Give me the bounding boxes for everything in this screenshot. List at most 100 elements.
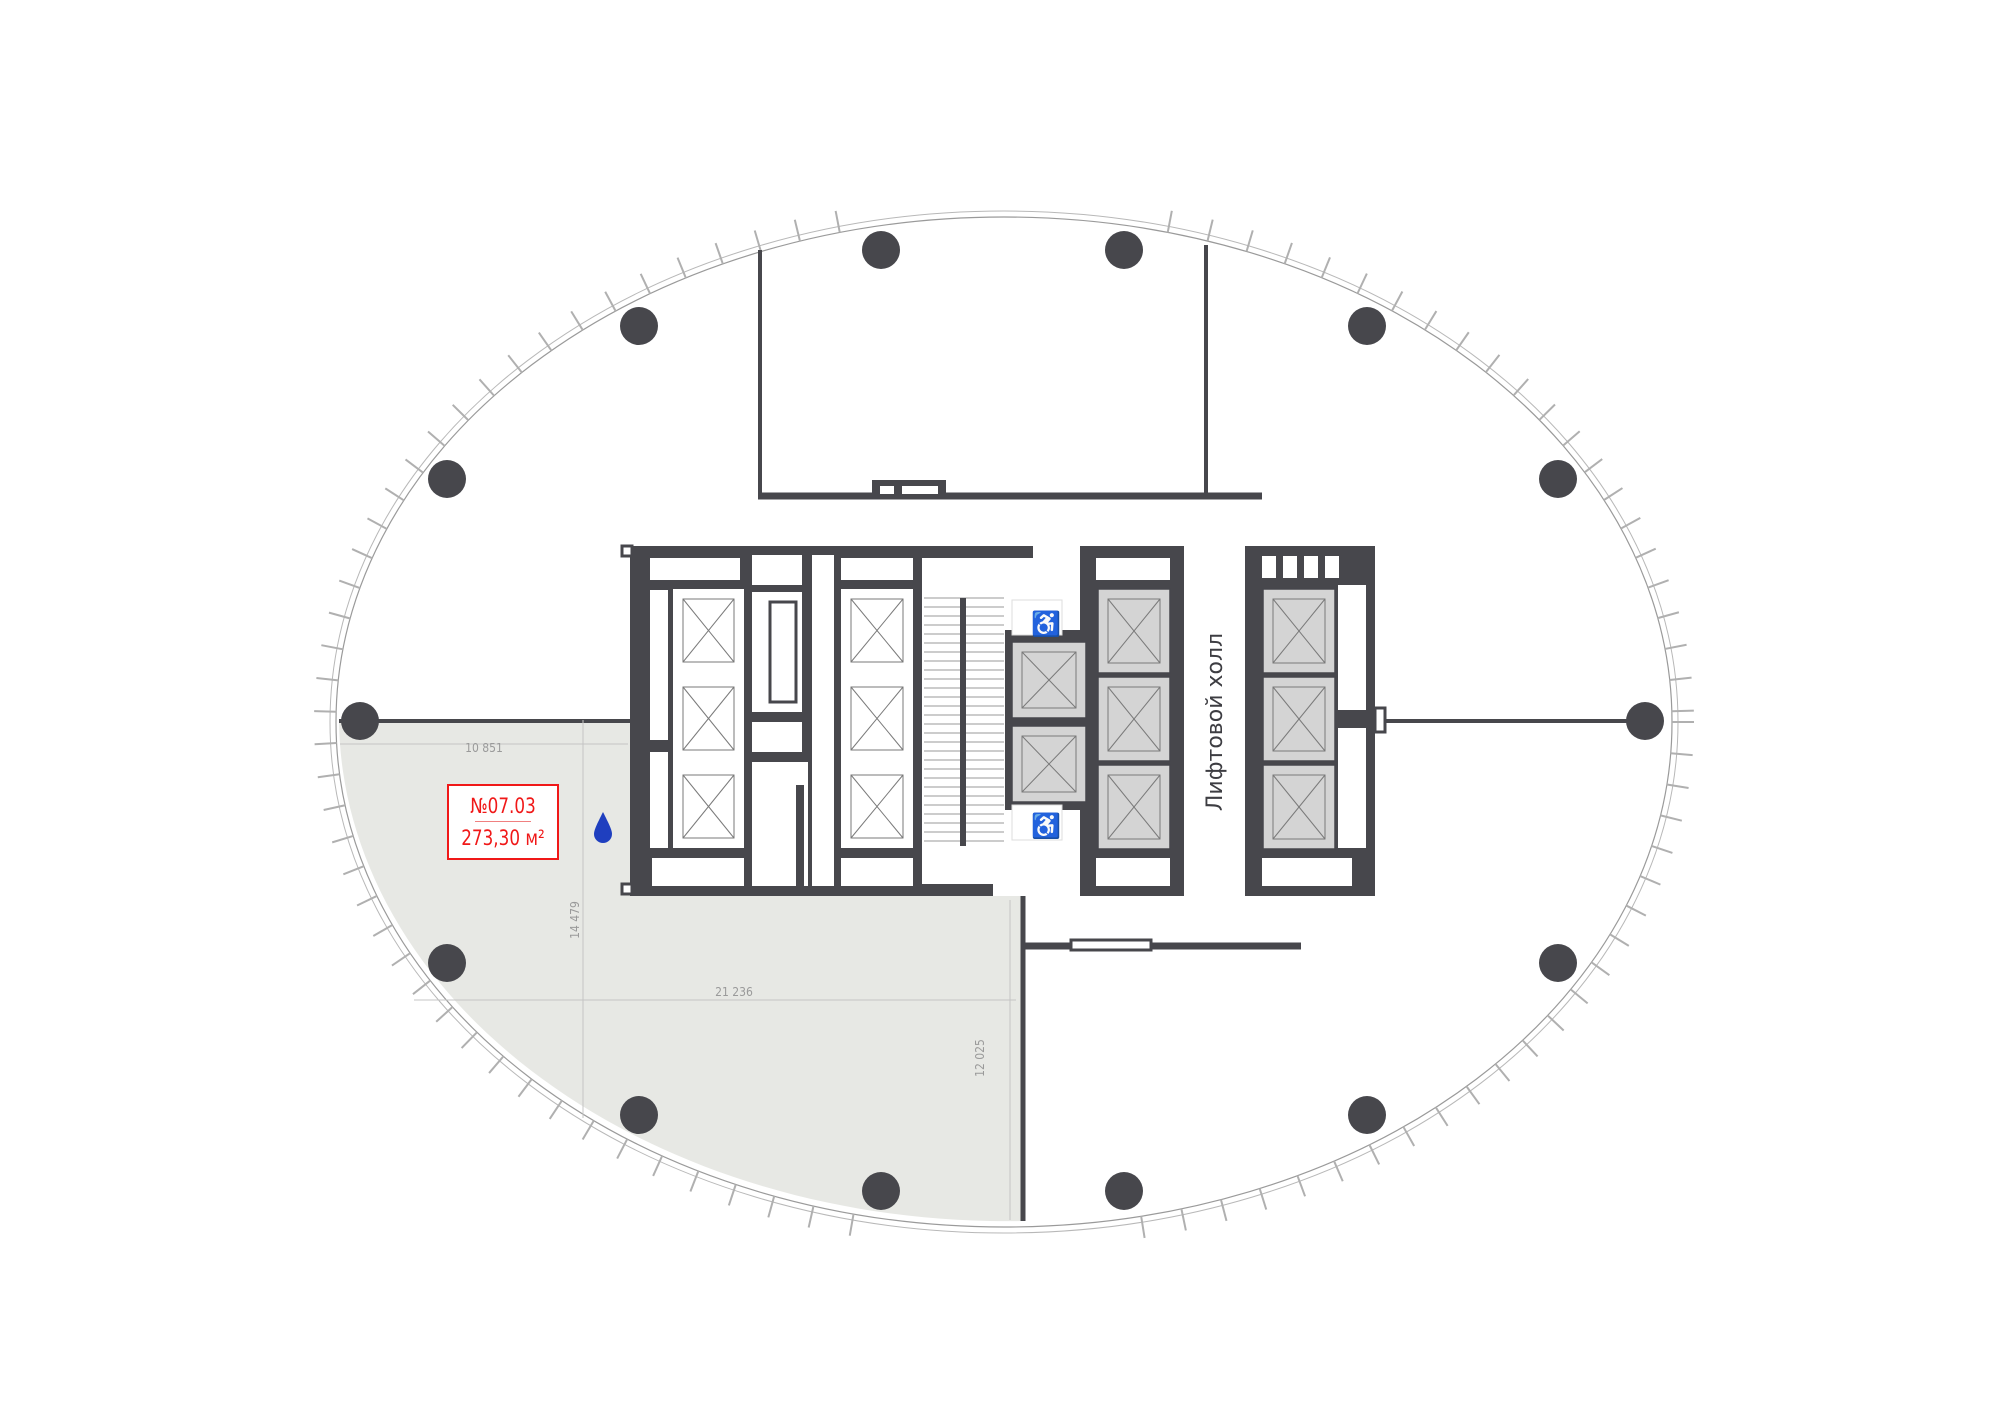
facade-fin (1283, 242, 1293, 265)
facade-fin (676, 257, 687, 279)
facade-fins (314, 210, 1694, 1239)
elevators (673, 588, 1336, 850)
facade-fin (1434, 1106, 1449, 1127)
elevator-cab (1107, 598, 1161, 664)
column (1539, 460, 1577, 498)
elevator-cross (1272, 686, 1326, 752)
facade-fin (404, 458, 424, 474)
elevator-hall-label: Лифтовой холл (1203, 633, 1228, 811)
facade-fin (517, 1078, 533, 1098)
stair-rail (960, 598, 966, 846)
elevator-cross (850, 774, 904, 839)
facade-fin (1651, 845, 1673, 854)
facade-fin (581, 1120, 595, 1141)
water-drop-icon (594, 812, 612, 843)
facade-fin (314, 710, 337, 713)
facade-fin (807, 1205, 815, 1228)
facade-fin (1660, 814, 1683, 822)
elevator-cross (682, 686, 735, 751)
facade-fin (1333, 1160, 1344, 1182)
unit-label[interactable]: №07.03 273,30 м² (447, 784, 559, 860)
facade-fin (427, 430, 446, 447)
facade-fin (328, 611, 351, 620)
facade-fin (1258, 1188, 1268, 1210)
facade-fin (767, 1195, 776, 1218)
partition-walls (339, 245, 1645, 1221)
facade-fin (391, 952, 411, 967)
facade-fin (1465, 1085, 1481, 1105)
facade-fin (1206, 219, 1214, 242)
dimension-width-bottom: 21 236 (715, 985, 753, 999)
facade-fin (451, 404, 470, 421)
facade-fin (1296, 1175, 1307, 1197)
facade-fin (1245, 230, 1254, 252)
facade-fin (1485, 354, 1501, 373)
facade-fin (1609, 933, 1630, 947)
facade-fin (316, 677, 339, 682)
elevator-cross (1107, 598, 1161, 664)
facade-fin (435, 1006, 454, 1023)
facade-fin (1140, 1216, 1146, 1239)
facade-fin (1666, 783, 1689, 790)
column (341, 702, 379, 740)
shaft-cell (902, 486, 938, 494)
dimension-depth: 14 479 (568, 901, 582, 939)
facade-fin (1546, 1014, 1565, 1032)
facade-fin (1166, 210, 1173, 233)
unit-number: №07.03 (470, 794, 536, 818)
elevator-cab (850, 598, 904, 663)
column (1348, 1096, 1386, 1134)
elevator-cab (850, 774, 904, 839)
elevator-cab (1021, 651, 1077, 709)
facade-fin (1590, 961, 1610, 976)
facade-fin (1625, 904, 1647, 917)
shaft-box (1069, 938, 1153, 952)
facade-fin (488, 1055, 505, 1074)
dimension-depth-right: 12 025 (973, 1039, 987, 1077)
facade-fin (727, 1184, 737, 1206)
columns (341, 231, 1664, 1210)
facade-fin (331, 834, 354, 844)
accessible-icon: ♿ (1031, 812, 1061, 840)
accessible-icon: ♿ (1031, 610, 1061, 638)
column (428, 944, 466, 982)
elevator-cross (1021, 735, 1077, 793)
column (428, 460, 466, 498)
facade-fin (507, 354, 523, 374)
facade-fin (478, 378, 495, 397)
elevator-cross (682, 774, 735, 839)
facade-fin (639, 273, 651, 295)
elevator-cab (1272, 598, 1326, 664)
column (1105, 1172, 1143, 1210)
elevator-cab (850, 686, 904, 751)
facade-fin (323, 804, 346, 811)
facade-fin (372, 924, 393, 937)
facade-fin (321, 644, 344, 651)
elevator-cab (1272, 686, 1326, 752)
facade-fin (714, 242, 724, 265)
dimension-lines (340, 720, 1016, 1220)
facade-fin (1320, 257, 1331, 279)
facade-fin (570, 310, 584, 331)
facade-fin (1356, 273, 1368, 294)
column (1105, 231, 1143, 269)
facade-fin (1521, 1039, 1539, 1058)
column (862, 231, 900, 269)
elevator-cab (1272, 774, 1326, 840)
elevator-cross (850, 598, 904, 663)
elevator-cross (850, 686, 904, 751)
facade-fin (317, 773, 340, 779)
dimension-width-top: 10 851 (465, 741, 503, 755)
facade-fin (1562, 430, 1581, 447)
facade-fin (384, 487, 405, 502)
facade-fin (753, 230, 762, 252)
elevator-cab (682, 686, 735, 751)
facade-fin (1570, 988, 1589, 1005)
unit-area-value: 273,30 м² (461, 826, 545, 850)
facade-fin (1584, 458, 1603, 474)
facade-fin (834, 210, 841, 233)
facade-fin (538, 331, 553, 352)
facade-fin (548, 1100, 563, 1120)
facade-fin (1512, 378, 1529, 397)
facade-fin (314, 741, 337, 746)
